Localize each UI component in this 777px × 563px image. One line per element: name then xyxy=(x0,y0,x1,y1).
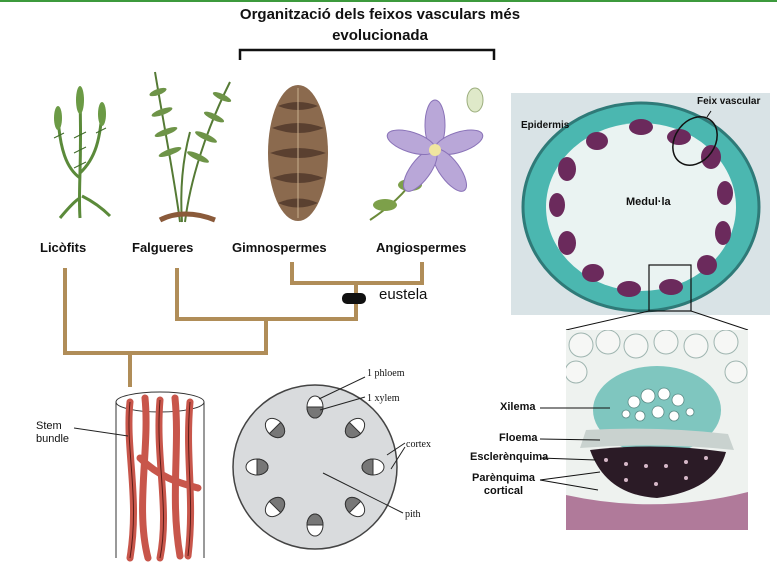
page-title: Organització dels feixos vasculars més e… xyxy=(239,6,521,44)
top-accent-line xyxy=(0,0,777,2)
vascular-bundle-micrograph xyxy=(566,330,748,530)
eustela-label: eustela xyxy=(379,286,428,303)
taxon-label-licofits: Licòfits xyxy=(40,240,87,255)
label-epidermis: Epidermis xyxy=(521,120,570,131)
vascular-bundle-top xyxy=(306,395,324,419)
taxon-label-gimnospermes: Gimnospermes xyxy=(232,240,327,255)
label-floema: Floema xyxy=(499,432,538,444)
label-phloem: 1 phloem xyxy=(367,368,405,379)
label-xilema: Xilema xyxy=(500,401,536,413)
label-parenquima-cortical: Parènquima cortical xyxy=(472,472,535,497)
label-xylem: 1 xylem xyxy=(367,393,400,404)
stem-bundle-label: Stem bundle xyxy=(36,420,70,445)
stem-micrograph: Epidermis Feix vascular Medul·la xyxy=(511,93,770,315)
taxon-label-falgueres: Falgueres xyxy=(132,240,194,255)
angiosperm-flower-illustration xyxy=(369,87,484,221)
label-feix-vascular: Feix vascular xyxy=(697,96,761,107)
eustele-cross-section: 1 phloem 1 xylem cortex pith xyxy=(232,368,431,550)
fern-illustration xyxy=(149,71,232,223)
pine-cone-illustration xyxy=(268,85,328,221)
stem-bundle-illustration xyxy=(73,391,205,562)
taxon-label-angiospermes: Angiospermes xyxy=(376,240,467,255)
lycophyte-illustration xyxy=(53,86,112,219)
label-pith: pith xyxy=(405,509,421,520)
eustela-marker xyxy=(342,293,366,304)
label-esclerenquima: Esclerènquima xyxy=(470,451,549,463)
label-cortex: cortex xyxy=(406,439,431,450)
label-medulla: Medul·la xyxy=(626,196,671,208)
